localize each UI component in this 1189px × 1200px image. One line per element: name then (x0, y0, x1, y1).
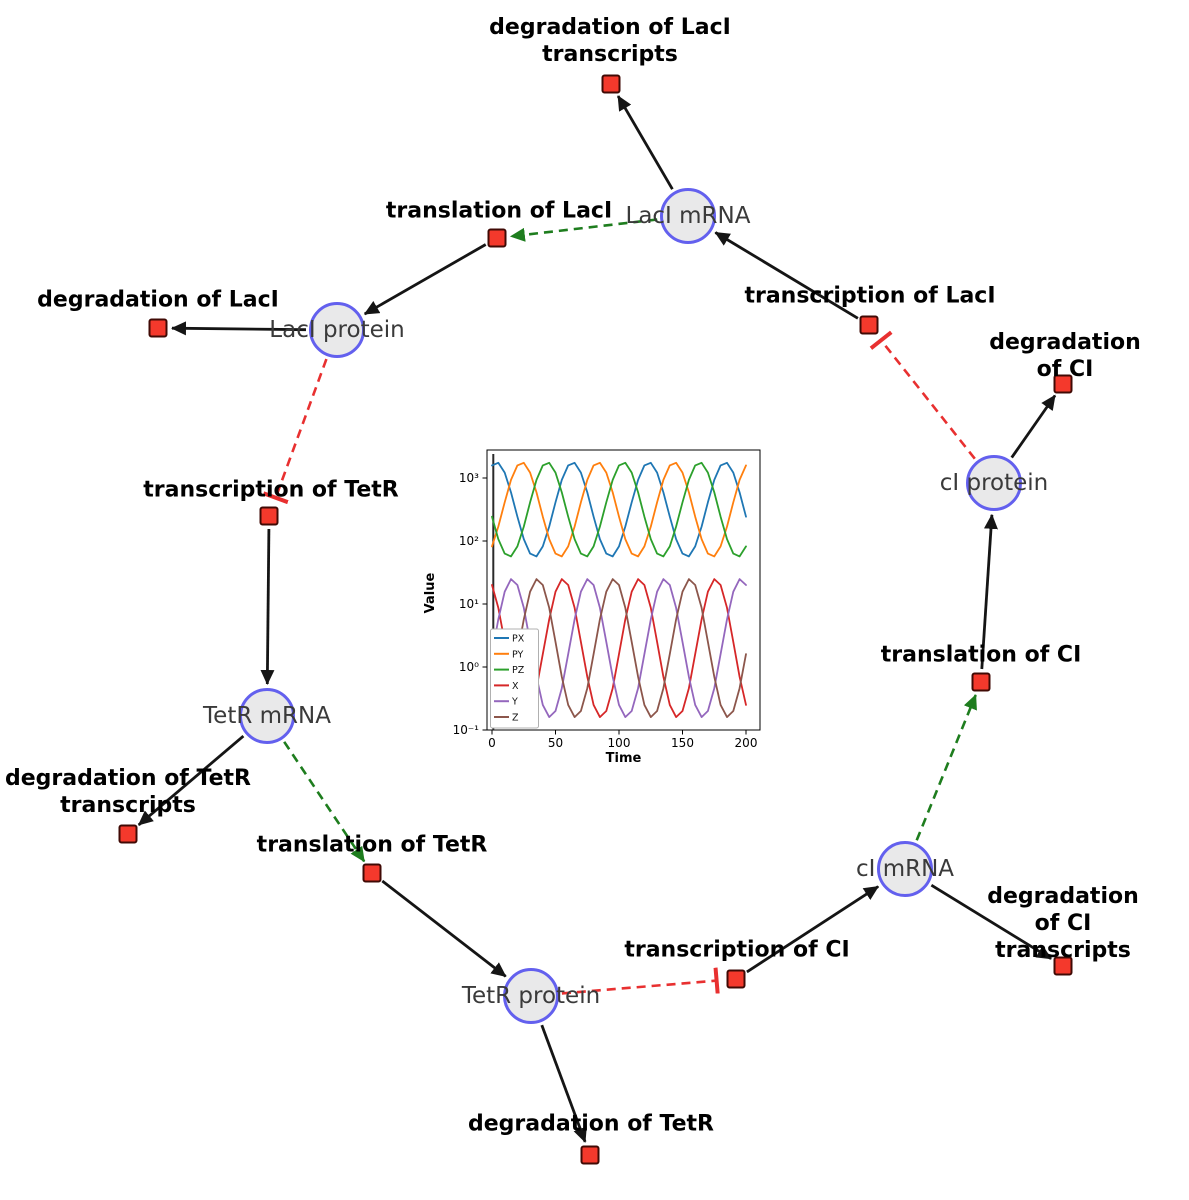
x-tick-label: 0 (488, 736, 496, 750)
y-tick-label: 10⁻¹ (453, 723, 480, 737)
edge-tetr-protein-to-degradation-of-tetr (540, 1024, 587, 1143)
legend-label-PY: PY (512, 649, 524, 660)
reaction-label-degradation-of-laci-transcripts: degradation of LacI transcripts (489, 15, 731, 67)
edge-tetr-mrna-to-translation-of-tetr (283, 741, 366, 863)
edge-transcription-of-tetr-to-tetr-mrna (260, 528, 275, 685)
species-label-ci-mrna: cI mRNA (855, 856, 955, 882)
edge-laci-mrna-to-degradation-of-laci-transcripts (616, 95, 674, 190)
y-tick-label: 10⁰ (459, 660, 479, 674)
reaction-node-translation-of-ci[interactable] (971, 672, 991, 692)
edge-laci-mrna-to-translation-of-laci (509, 218, 658, 242)
reaction-node-transcription-of-tetr[interactable] (259, 506, 279, 526)
species-node-tetr-mrna[interactable] (239, 688, 295, 744)
x-tick-label: 150 (671, 736, 694, 750)
species-node-ci-protein[interactable] (966, 455, 1022, 511)
reaction-node-degradation-of-ci[interactable] (1053, 374, 1073, 394)
reaction-node-translation-of-tetr[interactable] (362, 863, 382, 883)
reaction-label-transcription-of-laci: transcription of LacI (744, 283, 996, 309)
edge-translation-of-tetr-to-tetr-protein (381, 879, 507, 978)
edge-tetr-mrna-to-degradation-of-tetr-transcripts (137, 735, 245, 826)
series-line-PZ (491, 461, 747, 558)
edge-transcription-of-laci-to-laci-mrna (714, 231, 859, 320)
reaction-label-translation-of-tetr: translation of TetR (256, 832, 488, 858)
edge-ci-protein-to-degradation-of-ci (1010, 394, 1057, 459)
species-label-laci-mrna: LacI mRNA (625, 203, 751, 229)
series-line-PX (491, 461, 747, 558)
x-tick-label: 100 (608, 736, 631, 750)
reaction-node-transcription-of-ci[interactable] (726, 969, 746, 989)
species-label-ci-protein: cI protein (939, 470, 1049, 496)
species-node-laci-protein[interactable] (309, 302, 365, 358)
reaction-node-degradation-of-laci[interactable] (148, 318, 168, 338)
reaction-label-transcription-of-tetr: transcription of TetR (143, 477, 399, 503)
y-axis-label: Value (423, 572, 438, 613)
legend-label-Y: Y (511, 697, 518, 708)
legend-label-Z: Z (512, 713, 519, 724)
edge-laci-protein-to-transcription-of-tetr (262, 358, 328, 505)
reaction-label-translation-of-ci: translation of CI (880, 642, 1082, 668)
series-line-Z (491, 578, 747, 719)
edge-tetr-protein-to-transcription-of-ci (561, 967, 720, 995)
reaction-label-degradation-of-tetr: degradation of TetR (467, 1111, 715, 1137)
species-node-tetr-protein[interactable] (503, 968, 559, 1024)
edge-laci-protein-to-degradation-of-laci (171, 321, 307, 336)
reaction-node-degradation-of-tetr-transcripts[interactable] (118, 824, 138, 844)
reaction-label-degradation-of-ci: degradation of CI (989, 330, 1141, 382)
edge-ci-mrna-to-degradation-of-ci-transcripts (930, 884, 1052, 960)
reaction-label-translation-of-laci: translation of LacI (385, 198, 613, 224)
species-node-ci-mrna[interactable] (877, 841, 933, 897)
edge-translation-of-laci-to-laci-protein (363, 243, 487, 316)
reaction-node-transcription-of-laci[interactable] (859, 315, 879, 335)
edge-transcription-of-ci-to-ci-mrna (746, 885, 880, 974)
reaction-node-degradation-of-tetr[interactable] (580, 1145, 600, 1165)
species-label-tetr-protein: TetR protein (461, 983, 601, 1009)
reaction-label-degradation-of-laci: degradation of LacI (37, 287, 279, 313)
legend-label-X: X (512, 681, 519, 692)
x-axis-label: Time (606, 751, 642, 766)
reaction-label-transcription-of-ci: transcription of CI (624, 937, 850, 963)
edge-translation-of-ci-to-ci-protein (980, 513, 998, 670)
edge-ci-mrna-to-translation-of-ci (915, 694, 977, 841)
y-tick-label: 10² (459, 534, 479, 548)
legend-label-PX: PX (512, 634, 525, 645)
reaction-node-degradation-of-ci-transcripts[interactable] (1053, 956, 1073, 976)
x-tick-label: 50 (548, 736, 563, 750)
reaction-node-degradation-of-laci-transcripts[interactable] (601, 74, 621, 94)
species-node-laci-mrna[interactable] (660, 188, 716, 244)
y-tick-label: 10¹ (459, 597, 479, 611)
reaction-node-translation-of-laci[interactable] (487, 228, 507, 248)
species-label-laci-protein: LacI protein (269, 317, 405, 343)
edge-ci-protein-to-transcription-of-laci (869, 330, 976, 460)
reaction-label-degradation-of-ci-transcripts: degradation of CI transcripts (987, 883, 1139, 963)
y-tick-label: 10³ (459, 471, 479, 485)
x-tick-label: 200 (735, 736, 758, 750)
species-label-tetr-mrna: TetR mRNA (203, 703, 331, 729)
legend-label-PZ: PZ (512, 665, 525, 676)
reaction-label-degradation-of-tetr-transcripts: degradation of TetR transcripts (4, 766, 252, 818)
